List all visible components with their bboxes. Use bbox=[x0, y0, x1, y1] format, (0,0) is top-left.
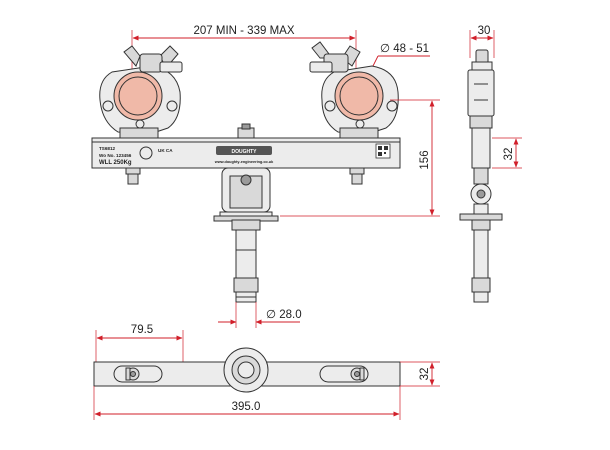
height-label: 156 bbox=[419, 150, 431, 169]
certification-seal bbox=[139, 146, 153, 160]
total-length-label: 395.0 bbox=[232, 401, 261, 413]
hole-offset-label: 79.5 bbox=[131, 324, 153, 336]
right-clamp bbox=[309, 41, 399, 139]
side-offset-label: 32 bbox=[503, 148, 515, 161]
front-view: 207 MIN - 339 MAX ∅ 48 - 51 bbox=[91, 25, 440, 328]
qr-code bbox=[375, 143, 391, 159]
plan-height-label: 32 bbox=[419, 368, 431, 381]
website: www.doughty-engineering.co.uk bbox=[214, 160, 274, 164]
wll-rating: WLL 250Kg bbox=[99, 160, 132, 166]
ukca-mark: UK CA bbox=[158, 148, 173, 153]
left-clamp bbox=[99, 45, 183, 139]
brand-badge bbox=[216, 146, 272, 155]
tube-diameter-label: ∅ 48 - 51 bbox=[380, 43, 429, 55]
right-tube-section bbox=[334, 71, 384, 121]
main-bar: TS6812 Wo No. 123456 WLL 250Kg UK CA DOU… bbox=[91, 137, 401, 169]
total-length-dimension: 395.0 bbox=[93, 386, 401, 420]
left-slot bbox=[113, 365, 163, 383]
side-offset-dimension: 32 bbox=[492, 137, 522, 169]
side-width-label: 30 bbox=[478, 25, 491, 37]
hole-offset-dimension: 79.5 bbox=[95, 324, 184, 362]
bar-bolts bbox=[125, 167, 365, 185]
side-view: 30 32 bbox=[459, 25, 522, 303]
plan-view: 79.5 32 395.0 bbox=[93, 324, 440, 420]
part-number: TS6812 bbox=[99, 146, 116, 151]
work-number: Wo No. 123456 bbox=[99, 153, 132, 158]
spigot-assembly bbox=[213, 167, 279, 303]
spigot-diameter-label: ∅ 28.0 bbox=[266, 309, 302, 321]
side-width-dimension: 30 bbox=[469, 25, 495, 58]
spigot-diameter-dimension: ∅ 28.0 bbox=[218, 302, 302, 328]
right-slot bbox=[319, 365, 369, 383]
span-label: 207 MIN - 339 MAX bbox=[194, 25, 295, 37]
height-dimension: 156 bbox=[280, 99, 440, 217]
left-tube-section bbox=[113, 71, 163, 121]
plan-height-dimension: 32 bbox=[400, 361, 440, 387]
brand-name: DOUGHTY bbox=[232, 149, 258, 155]
